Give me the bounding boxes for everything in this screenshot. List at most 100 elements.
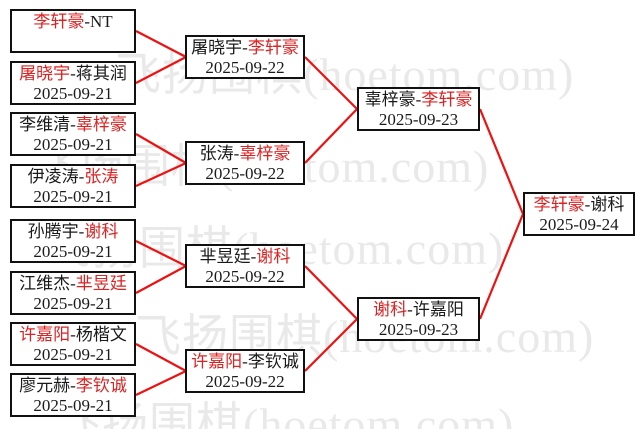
match-box: 孙腾宇-谢科 2025-09-21	[10, 219, 136, 263]
bracket-connector	[478, 213, 525, 320]
match-players: 李轩豪-NT	[12, 12, 134, 32]
bracket-connector	[135, 56, 187, 84]
player-name: 孙腾宇	[27, 222, 79, 241]
player-name: 李轩豪	[247, 38, 299, 57]
bracket-connector	[135, 162, 187, 187]
player-name: 谢科	[256, 247, 291, 266]
player-name: 李轩豪	[533, 195, 585, 214]
bracket-connector	[478, 108, 525, 215]
match-date: 2025-09-24	[539, 215, 619, 234]
match-date: 2025-09-21	[33, 84, 113, 103]
bracket-connector	[135, 240, 187, 267]
player-separator: -	[415, 90, 422, 109]
match-players: 许嘉阳-杨楷文	[12, 325, 134, 345]
match-date: 2025-09-22	[205, 164, 285, 183]
match-players: 孙腾宇-谢科	[12, 222, 134, 242]
player-name: 许嘉阳	[412, 300, 464, 319]
match-box: 廖元赫-李钦诚 2025-09-21	[10, 373, 136, 417]
match-date: 2025-09-22	[205, 267, 285, 286]
match-box: 张涛-辜梓豪 2025-09-22	[185, 141, 305, 185]
match-box: 谢科-许嘉阳 2025-09-23	[357, 297, 480, 341]
player-name: 廖元赫	[19, 376, 71, 395]
bracket-connector	[304, 265, 358, 320]
match-date: 2025-09-21	[33, 294, 113, 313]
player-name: 许嘉阳	[19, 325, 71, 344]
match-players: 李轩豪-谢科	[525, 195, 633, 215]
player-name: 李钦诚	[75, 376, 127, 395]
bracket-connector	[135, 370, 187, 396]
match-date: 2025-09-21	[33, 345, 113, 364]
match-players: 屠晓宇-蒋其润	[12, 64, 134, 84]
match-box: 屠晓宇-李轩豪 2025-09-22	[185, 35, 305, 79]
player-name: 辜梓豪	[75, 115, 127, 134]
match-date: 2025-09-21	[33, 135, 113, 154]
player-separator: -	[70, 115, 76, 134]
match-players: 李维清-辜梓豪	[12, 115, 134, 135]
match-box: 李轩豪-NT	[10, 9, 136, 53]
match-players: 廖元赫-李钦诚	[12, 376, 134, 396]
player-separator: -	[70, 325, 76, 344]
player-name: NT	[90, 12, 113, 31]
match-box: 芈昱廷-谢科 2025-09-22	[185, 244, 305, 288]
player-separator: -	[250, 247, 257, 266]
player-name: 屠晓宇	[191, 38, 243, 57]
match-date: 2025-09-21	[33, 396, 113, 415]
match-players: 伊凌涛-张涛	[12, 167, 134, 187]
match-box: 辜梓豪-李轩豪 2025-09-23	[357, 87, 480, 131]
match-date: 2025-09-22	[205, 372, 285, 391]
player-name: 蒋其润	[75, 64, 127, 83]
player-separator: -	[584, 195, 591, 214]
player-name: 许嘉阳	[191, 352, 243, 371]
match-players: 许嘉阳-李钦诚	[187, 352, 303, 372]
player-separator: -	[84, 12, 90, 31]
player-name: 屠晓宇	[19, 64, 71, 83]
player-name: 谢科	[373, 300, 408, 319]
player-name: 伊凌涛	[27, 167, 79, 186]
match-date: 2025-09-21	[33, 242, 113, 261]
player-name: 张涛	[199, 144, 234, 163]
player-name: 芈昱廷	[75, 274, 127, 293]
match-players: 谢科-许嘉阳	[359, 300, 478, 320]
match-players: 张涛-辜梓豪	[187, 144, 303, 164]
bracket-connector	[304, 108, 358, 164]
player-name: 李维清	[19, 115, 71, 134]
bracket-connector	[304, 56, 358, 110]
match-players: 辜梓豪-李轩豪	[359, 90, 478, 110]
player-name: 芈昱廷	[199, 247, 251, 266]
match-box: 江维杰-芈昱廷 2025-09-21	[10, 271, 136, 315]
match-box: 李维清-辜梓豪 2025-09-21	[10, 112, 136, 156]
bracket-connector	[304, 318, 358, 372]
match-box: 屠晓宇-蒋其润 2025-09-21	[10, 61, 136, 105]
match-date: 2025-09-22	[205, 58, 285, 77]
player-name: 张涛	[84, 167, 119, 186]
player-separator: -	[70, 376, 76, 395]
player-separator: -	[233, 144, 240, 163]
match-date: 2025-09-23	[378, 320, 459, 339]
player-name: 李钦诚	[247, 352, 299, 371]
player-separator: -	[242, 38, 248, 57]
player-name: 辜梓豪	[239, 144, 291, 163]
match-players: 芈昱廷-谢科	[187, 247, 303, 267]
bracket-connector	[135, 265, 187, 294]
player-name: 杨楷文	[75, 325, 127, 344]
player-name: 谢科	[84, 222, 119, 241]
bracket-connector	[135, 30, 187, 58]
player-name: 李轩豪	[421, 90, 473, 109]
match-players: 江维杰-芈昱廷	[12, 274, 134, 294]
match-box: 许嘉阳-杨楷文 2025-09-21	[10, 322, 136, 366]
player-name: 谢科	[590, 195, 625, 214]
bracket-connector	[135, 343, 187, 372]
match-box: 伊凌涛-张涛 2025-09-21	[10, 164, 136, 208]
match-box: 李轩豪-谢科 2025-09-24	[523, 192, 635, 236]
match-players: 屠晓宇-李轩豪	[187, 38, 303, 58]
player-separator: -	[70, 64, 76, 83]
match-date: 2025-09-21	[33, 187, 113, 206]
player-name: 江维杰	[19, 274, 71, 293]
player-name: 辜梓豪	[364, 90, 416, 109]
player-separator: -	[407, 300, 413, 319]
player-name: 李轩豪	[33, 12, 85, 31]
match-date: 2025-09-23	[378, 110, 459, 129]
match-box: 许嘉阳-李钦诚 2025-09-22	[185, 349, 305, 393]
